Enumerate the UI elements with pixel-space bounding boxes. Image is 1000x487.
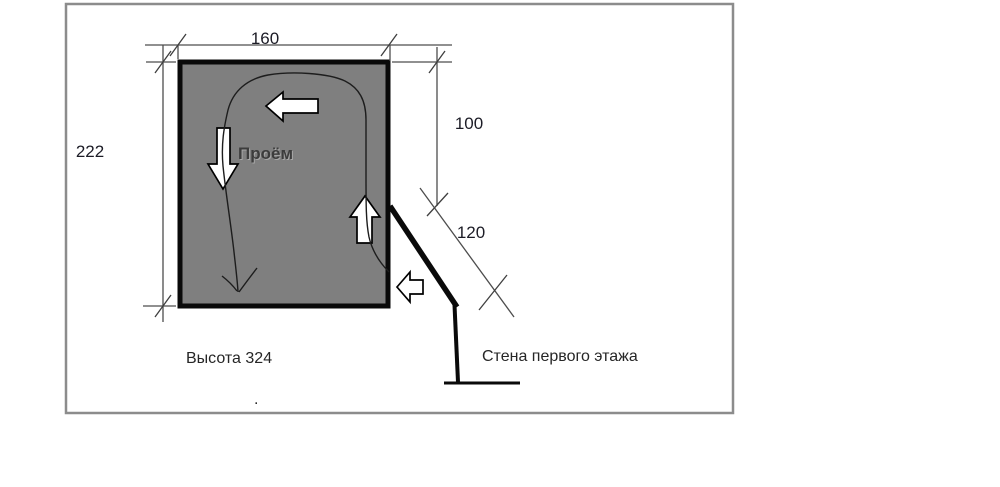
dim-height-label: 222	[76, 142, 104, 161]
wall-structure	[387, 204, 520, 385]
tick-mark	[426, 192, 449, 217]
dimension-height-222: 222	[76, 45, 176, 322]
arrowhead-wing	[221, 275, 238, 292]
stray-dot: .	[254, 391, 258, 408]
left-arrow-icon	[264, 90, 319, 123]
tick-mark	[169, 33, 187, 57]
wall-note: Стена первого этажа	[482, 348, 638, 365]
sloped-slab-line	[387, 204, 460, 309]
height-note: Высота 324	[186, 350, 272, 367]
tick-mark	[154, 50, 172, 74]
flow-curve-path	[221, 72, 390, 293]
arrowhead-wing	[238, 267, 258, 293]
tick-mark	[428, 50, 446, 74]
outside-left-arrow-icon	[395, 269, 424, 305]
tick-mark	[154, 294, 172, 318]
flow-curve	[221, 72, 390, 293]
tick-mark	[478, 274, 508, 311]
dimension-diagonal-120: 120	[419, 187, 515, 318]
tick-mark	[380, 33, 398, 57]
dim-right-label: 100	[455, 114, 483, 133]
dim-line-diagonal	[419, 187, 515, 318]
up-arrow-icon	[348, 194, 382, 244]
drawing-frame	[64, 2, 735, 415]
wall-line	[452, 304, 460, 383]
flow-arrows	[206, 90, 424, 305]
dimension-right-100: 100	[392, 47, 483, 217]
opening-label: Проём	[238, 144, 293, 163]
dim-width-label: 160	[251, 29, 279, 48]
dimension-width-160: 160	[145, 29, 452, 61]
dim-diagonal-label: 120	[457, 223, 485, 242]
